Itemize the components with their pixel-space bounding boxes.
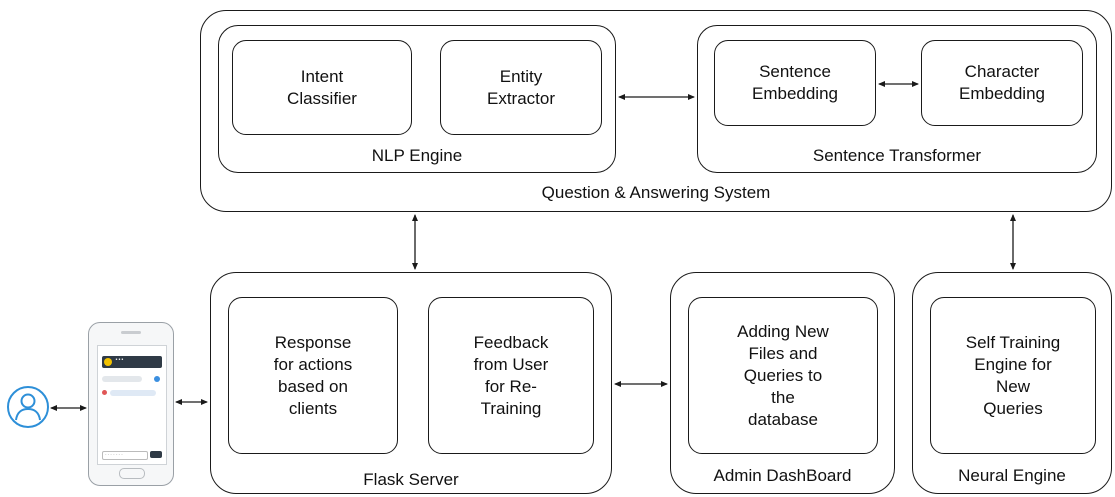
sentence-embedding-box: Sentence Embedding	[714, 40, 876, 126]
phone-send-button	[150, 451, 162, 458]
phone-home-button	[119, 468, 145, 479]
sentence-transformer-title: Sentence Transformer	[812, 146, 982, 165]
phone-input: - - - - - - -	[102, 451, 148, 460]
feedback-label: Feedback from User for Re- Training	[473, 332, 549, 418]
phone-speaker	[121, 331, 141, 334]
smartphone-icon: ••• - - - - - - -	[88, 322, 174, 486]
entity-extractor-label: Entity Extractor	[486, 66, 556, 108]
feedback-box: Feedback from User for Re- Training	[428, 297, 594, 454]
neural-engine-title: Neural Engine	[958, 466, 1066, 485]
phone-chat-header: •••	[102, 356, 162, 368]
response-box: Response for actions based on clients	[228, 297, 398, 454]
sentence-embedding-label: Sentence Embedding	[751, 62, 838, 103]
user-icon	[7, 386, 49, 428]
phone-screen: ••• - - - - - - -	[97, 345, 167, 465]
admin-dashboard-content-box: Adding New Files and Queries to the data…	[688, 297, 878, 454]
nlp-engine-title: NLP Engine	[371, 146, 463, 165]
neural-engine-content-box: Self Training Engine for New Queries	[930, 297, 1096, 454]
qa-system-title: Question & Answering System	[541, 183, 771, 202]
character-embedding-label: Character Embedding	[958, 62, 1045, 103]
character-embedding-box: Character Embedding	[921, 40, 1083, 126]
intent-classifier-label: Intent Classifier	[287, 66, 357, 108]
neural-engine-content: Self Training Engine for New Queries	[965, 332, 1061, 418]
intent-classifier-box: Intent Classifier	[232, 40, 412, 135]
admin-dashboard-title: Admin DashBoard	[713, 466, 852, 485]
flask-server-title: Flask Server	[363, 470, 459, 489]
response-label: Response for actions based on clients	[273, 332, 353, 418]
entity-extractor-box: Entity Extractor	[440, 40, 602, 135]
admin-dashboard-content: Adding New Files and Queries to the data…	[737, 321, 829, 429]
